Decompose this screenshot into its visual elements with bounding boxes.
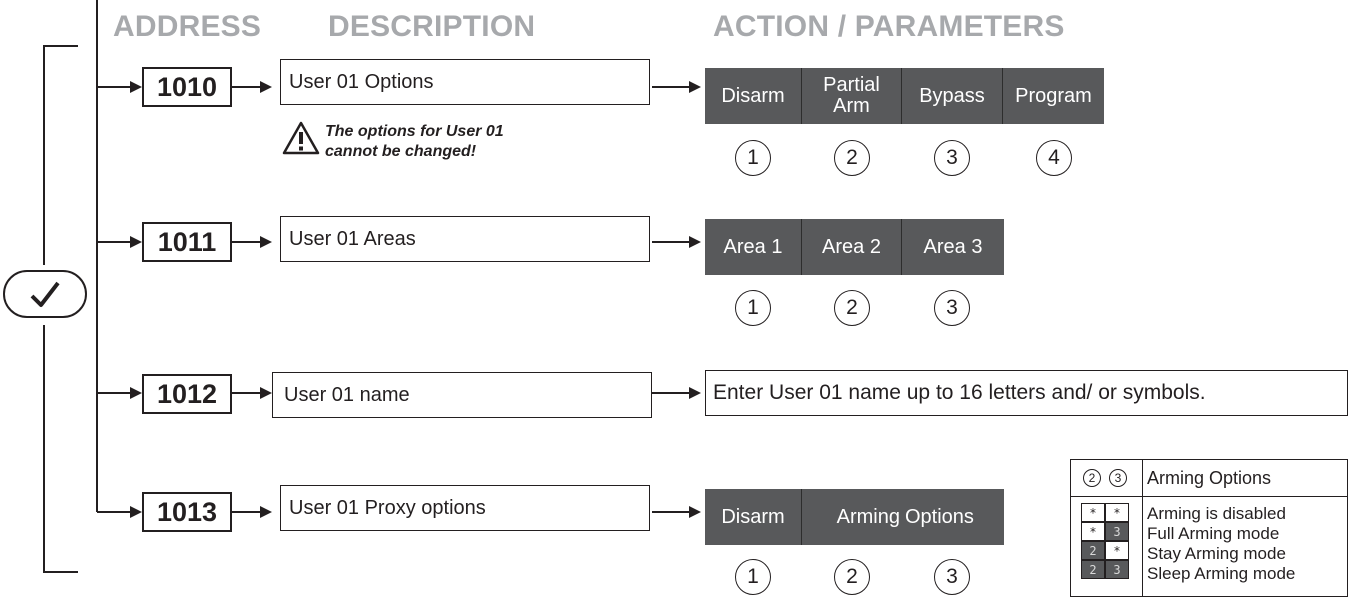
legend-row: Full Arming mode: [1147, 524, 1280, 543]
legend-square-disabled: *: [1081, 522, 1105, 541]
option-number-circle: 1: [735, 290, 771, 326]
option-number-circle: 1: [735, 559, 771, 595]
description-label: User 01 Options: [289, 70, 434, 93]
legend-square-enabled: 2: [1081, 560, 1105, 579]
option-number-circle: 3: [934, 290, 970, 326]
address-1012: 1012: [142, 374, 232, 414]
option-number-circle: 3: [934, 140, 970, 176]
option-cell-partial-line: Partial: [823, 74, 880, 96]
option-cell-arming: Arming: [802, 489, 903, 545]
legend-header-numbers: 2 3: [1071, 460, 1143, 497]
option-cell-arm-line: Arm: [833, 95, 870, 117]
legend-row: Stay Arming mode: [1147, 544, 1286, 563]
option-cell-options: Options: [903, 489, 1004, 545]
description-label: User 01 Areas: [289, 227, 416, 250]
address-1013: 1013: [142, 492, 232, 532]
description-user-options: User 01 Options: [280, 59, 650, 105]
check-icon: [30, 281, 60, 307]
legend-row: Sleep Arming mode: [1147, 564, 1296, 583]
legend-square-enabled: 3: [1105, 522, 1129, 541]
address-1011: 1011: [142, 222, 232, 262]
header-address: ADDRESS: [113, 10, 262, 43]
arming-options-legend: 2 3 Arming Options * * * 3 2 * 2 3 Armin…: [1070, 459, 1348, 597]
action-name-entry-text: Enter User 01 name up to 16 letters and/…: [713, 381, 1206, 404]
description-user-name: User 01 name: [272, 372, 652, 418]
legend-square-disabled: *: [1105, 503, 1129, 522]
description-user-areas: User 01 Areas: [280, 216, 650, 262]
option-number-circle: 1: [735, 140, 771, 176]
warning-line-2: cannot be changed!: [325, 143, 477, 160]
warning-line-1: The options for User 01: [325, 123, 504, 140]
option-cell-program: Program: [1003, 68, 1104, 124]
legend-squares: * * * 3 2 * 2 3: [1071, 497, 1143, 596]
description-label: User 01 name: [284, 383, 410, 406]
option-cell-bypass: Bypass: [902, 68, 1003, 124]
warning-triangle-icon: [282, 121, 320, 155]
option-number-circle: 3: [934, 559, 970, 595]
option-number-circle: 2: [834, 290, 870, 326]
description-label: User 01 Proxy options: [289, 496, 486, 519]
option-number-circle: 4: [1036, 140, 1072, 176]
description-user-proxy-options: User 01 Proxy options: [280, 485, 650, 531]
legend-number-circle: 2: [1083, 469, 1101, 487]
option-cell-area-1: Area 1: [705, 219, 802, 275]
header-description: DESCRIPTION: [328, 10, 536, 43]
option-cell-area-3: Area 3: [902, 219, 1004, 275]
warning-note: The options for User 01 cannot be change…: [325, 122, 504, 162]
action-name-entry: Enter User 01 name up to 16 letters and/…: [705, 370, 1348, 416]
legend-square-enabled: 2: [1081, 541, 1105, 560]
legend-row: Arming is disabled: [1147, 504, 1286, 523]
header-action-parameters: ACTION / PARAMETERS: [713, 10, 1065, 43]
legend-square-enabled: 3: [1105, 560, 1129, 579]
legend-number-circle: 3: [1109, 469, 1127, 487]
option-cell-disarm: Disarm: [705, 489, 802, 545]
legend-title: Arming Options: [1143, 460, 1347, 497]
legend-square-disabled: *: [1105, 541, 1129, 560]
address-1010: 1010: [142, 67, 232, 107]
option-cell-area-2: Area 2: [802, 219, 902, 275]
option-cell-disarm: Disarm: [705, 68, 802, 124]
option-number-circle: 2: [834, 140, 870, 176]
legend-square-disabled: *: [1081, 503, 1105, 522]
legend-mode-list: Arming is disabled Full Arming mode Stay…: [1147, 504, 1295, 584]
option-cell-partial-arm: Partial Arm: [802, 68, 902, 124]
option-number-circle: 2: [834, 559, 870, 595]
